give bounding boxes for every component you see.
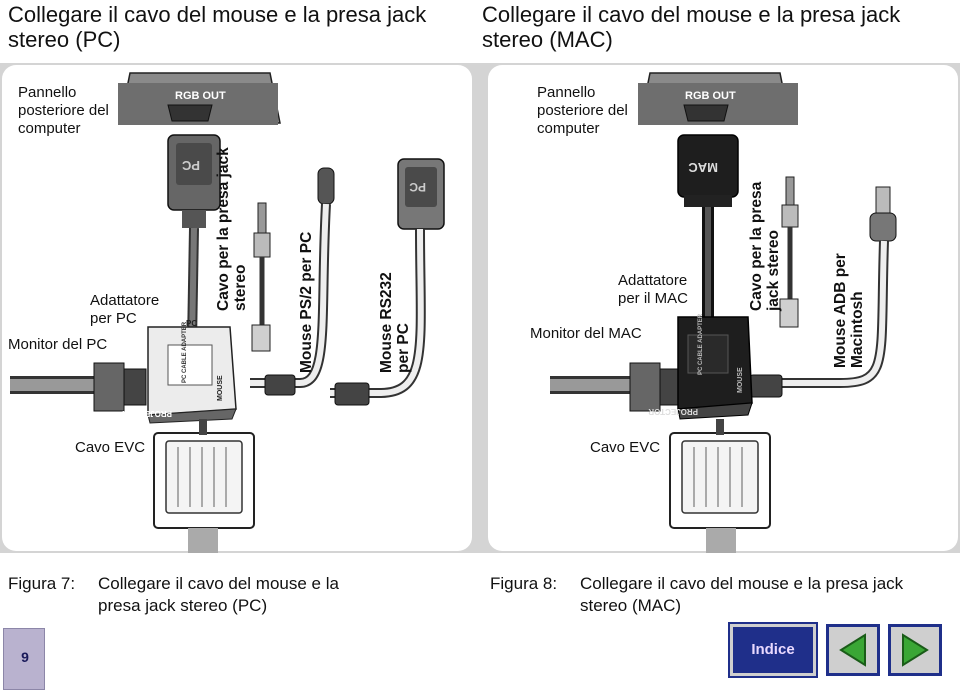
- mac-jack-cable-label: Cavo per la presa jack stereo: [748, 181, 782, 311]
- previous-page-button[interactable]: [826, 624, 880, 676]
- mac-connection-diagram: RGB OUT MAC: [480, 63, 960, 553]
- adapter-box-mouse-label: MOUSE: [217, 375, 224, 401]
- pc-jack-cable-label: Cavo per la presa jack stereo: [215, 147, 249, 311]
- mac-rear-panel-label: Pannello posteriore del computer: [537, 84, 628, 137]
- mac-adapter-box-name: PC CABLE ADAPTER: [698, 313, 704, 375]
- mac-monitor-label: Monitor del MAC: [530, 325, 642, 342]
- triangle-left-icon: [839, 633, 866, 667]
- adapter-box-name: PC CABLE ADAPTER: [182, 321, 188, 383]
- figure-7-title: Collegare il cavo del mouse e la presa j…: [8, 2, 427, 52]
- mac-adb-mouse-label: Mouse ADB per Macintosh: [832, 253, 866, 368]
- mac-rgb-out-label: RGB OUT: [685, 90, 736, 102]
- pc-rear-panel-label: Pannello posteriore del computer: [18, 84, 109, 137]
- mac-adapter-box-mouse-label: MOUSE: [737, 367, 744, 393]
- pc-rs232-mouse-label: Mouse RS232 per PC: [378, 272, 412, 373]
- mac-adapter-box-projector-label: PROJECTOR: [648, 407, 698, 416]
- mac-connector-label: MAC: [688, 160, 718, 175]
- figure-8-label: Figura 8:: [490, 574, 558, 593]
- pc-evc-cable-label: Cavo EVC: [75, 439, 146, 456]
- rgb-out-label: RGB OUT: [175, 90, 226, 102]
- adapter-box-projector-label: PROJECTOR: [122, 409, 172, 418]
- connection-diagrams: RGB OUT PC PC: [0, 63, 960, 553]
- mac-adapter-label: Adattatore per il MAC: [618, 272, 689, 307]
- page-number: 9: [21, 649, 29, 665]
- figure-7-label: Figura 7:: [8, 574, 76, 593]
- pc-diagram-illustration: RGB OUT PC PC: [2, 65, 472, 553]
- pc-adapter-label: Adattatore per PC: [90, 292, 160, 327]
- index-button[interactable]: Indice: [728, 622, 818, 678]
- mac-evc-cable-label: Cavo EVC: [590, 439, 661, 456]
- figure-8-title: Collegare il cavo del mouse e la presa j…: [482, 2, 901, 52]
- triangle-right-icon: [902, 633, 929, 667]
- page-number-badge: 9: [3, 628, 45, 690]
- index-button-label: Indice: [751, 641, 795, 658]
- pc-ps2-mouse-label: Mouse PS/2 per PC: [298, 231, 315, 373]
- rs232-connector-label: PC: [409, 180, 426, 194]
- pc-connection-diagram: RGB OUT PC PC: [0, 63, 480, 553]
- pc-monitor-label: Monitor del PC: [8, 336, 108, 353]
- next-page-button[interactable]: [888, 624, 942, 676]
- figure-captions: Figura 7: Collegare il cavo del mouse e …: [0, 573, 960, 633]
- adapter-box-pc-label: PC: [186, 319, 197, 328]
- figure-7-caption: Collegare il cavo del mouse e la presa j…: [98, 574, 339, 615]
- figure-8-caption: Collegare il cavo del mouse e la presa j…: [580, 574, 904, 615]
- pc-connector-label: PC: [181, 158, 200, 173]
- mac-diagram-illustration: RGB OUT MAC: [488, 65, 958, 553]
